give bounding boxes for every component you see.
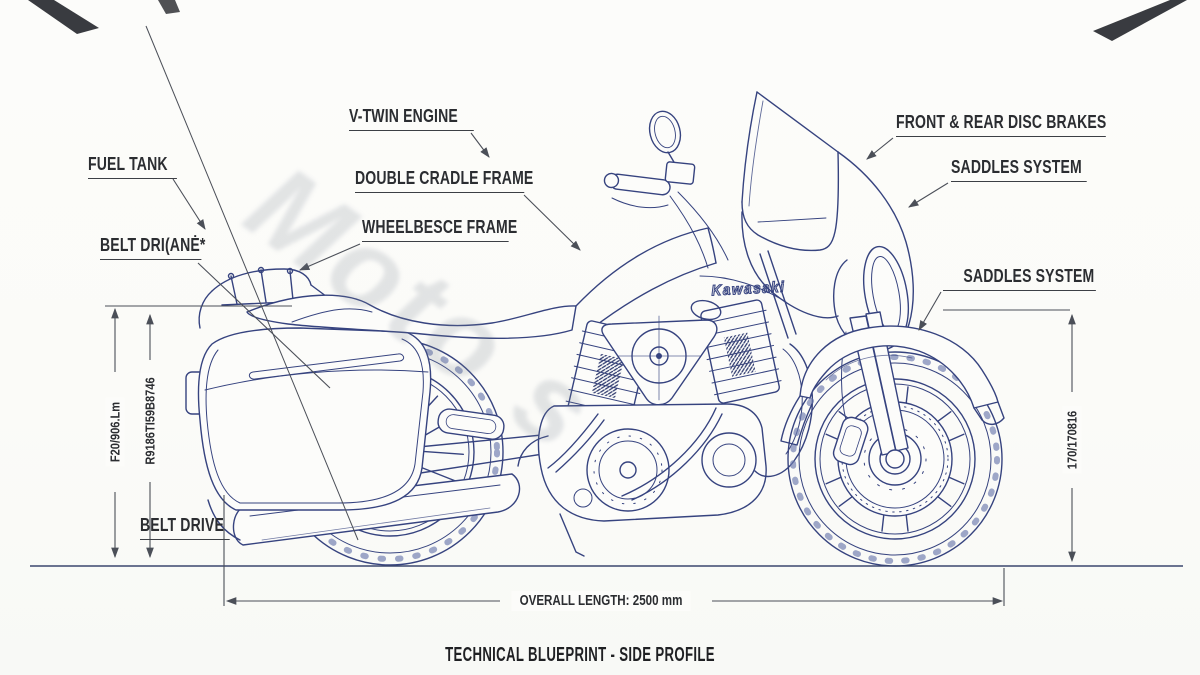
label-front-rear-disc-brakes: FRONT & REAR DISC BRAKES [896,112,1106,137]
leader-fuel-tank [172,178,206,230]
dim-text-overall-length: OVERALL LENGTH: 2500 mm [481,591,721,611]
leader-saddles-lower [918,291,942,331]
page-title: TECHNICAL BLUEPRINT - SIDE PROFILE [445,644,715,666]
mirror [648,110,682,154]
dim-text-right-height: 170/170816 [1062,406,1082,474]
dim-text-left-inner: R9186TI59B8746 [140,373,160,469]
label-saddles-system-upper: SADDLES SYSTEM [951,157,1087,182]
leader-saddles-upper [908,182,949,208]
annotation-lines [105,25,1076,606]
corner-marks [28,0,1187,41]
label-double-cradle-frame: DOUBLE CRADLE FRAME [355,168,533,193]
engine [537,299,782,522]
dim-text-left-outer: F20/906.Lm [105,397,125,467]
label-belt-drive-upper: BELT DRI(ANĖ* [100,235,205,260]
leader-wheelbase [298,243,361,271]
front-fender [780,325,1005,446]
stray-leader-line [145,25,359,541]
saddlebag [197,327,432,541]
handlebar-grip [609,173,671,196]
leader-belt-drive-upper [197,262,331,389]
label-v-twin-engine: V-TWIN ENGINE [349,106,474,131]
label-fuel-tank: FUEL TANK [88,154,177,179]
side-stand [559,513,585,557]
leader-double-cradle [523,194,581,251]
floorboard [437,408,505,440]
mirror-controls [603,110,729,269]
leader-disc-brakes [866,137,894,160]
turn-signal [690,299,722,321]
label-wheelbase-frame: WHEELBESCE FRAME [362,217,517,242]
fuel-tank-shape [575,227,717,331]
label-saddles-system-lower: SADDLES SYSTEM [943,266,1096,291]
leader-v-twin [470,132,490,158]
brake-caliper [832,416,869,466]
label-belt-drive-lower: BELT DRIVE [140,515,230,540]
swingarm [407,433,557,475]
